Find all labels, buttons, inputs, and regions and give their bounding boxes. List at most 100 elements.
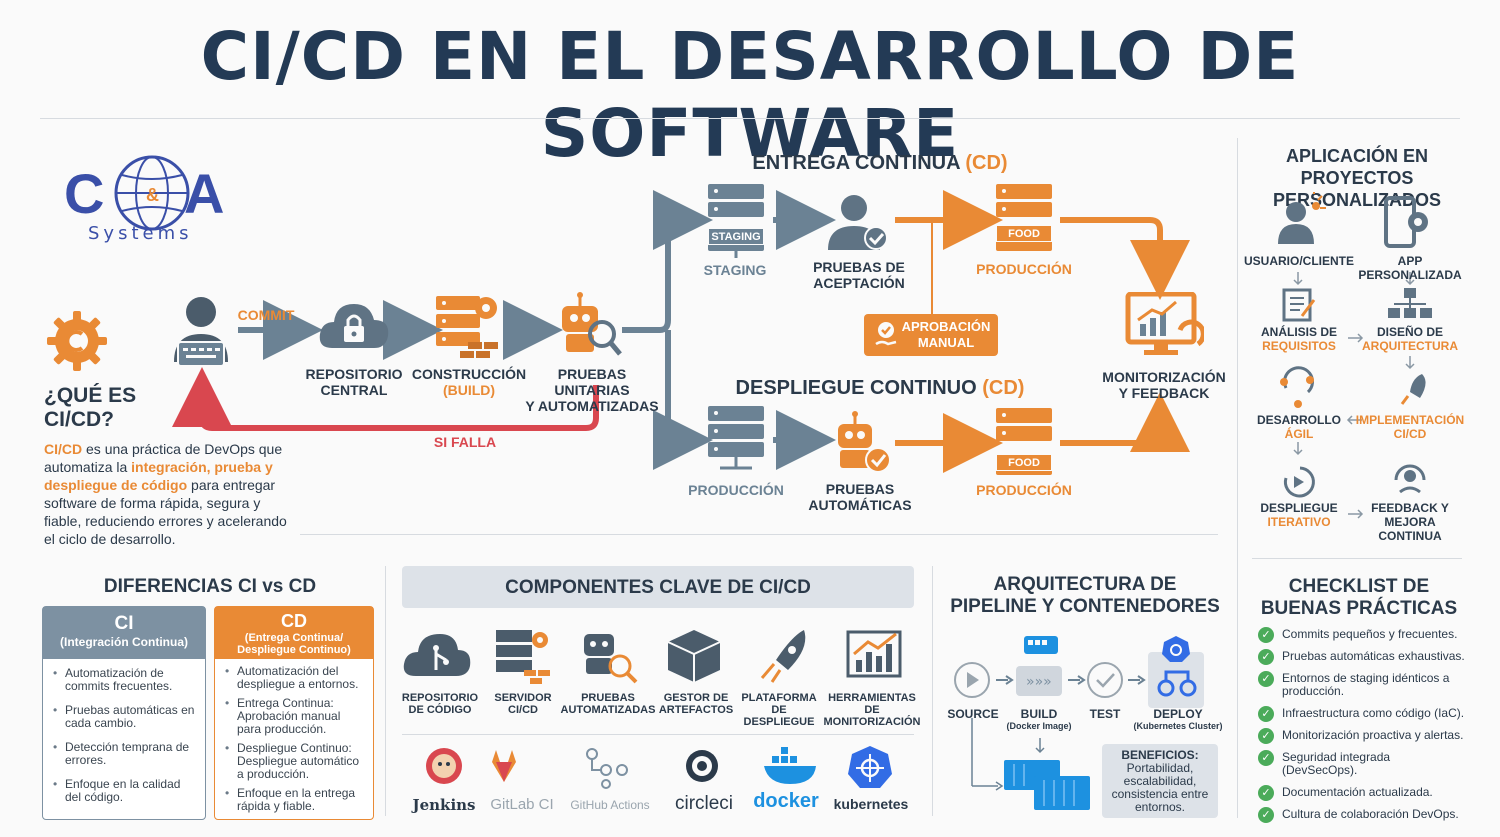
cd-delivery-heading: ENTREGA CONTINUA (CD) [740,152,1020,175]
ci-card: CI (Integración Continua) Automatización… [42,606,206,820]
acceptance-user-icon [826,190,892,256]
application-flow [1278,192,1432,519]
component-server-label: SERVIDOR CI/CD [494,692,552,716]
svg-text:A: A [184,162,224,225]
components-divider [402,734,914,735]
github-actions-label: GitHub Actions [570,798,650,812]
ci-card-header: CI (Integración Continua) [43,607,205,659]
checklist-item: Seguridad integrada (DevSecOps). [1258,750,1466,777]
list-item: Despliegue Continuo: Despliegue automáti… [223,742,367,781]
production-tag: FOOD [996,225,1052,242]
list-item: Entrega Continua: Aprobación manual para… [223,697,367,736]
benefits-title: BENEFICIOS: [1121,748,1199,762]
architecture-heading: ARQUITECTURA DE PIPELINE Y CONTENEDORES [950,574,1220,617]
component-repo-label: REPOSITORIO DE CÓDIGO [401,692,479,716]
build-label-main: CONSTRUCCIÓN [411,366,527,382]
app-analysis-label-b: REQUISITOS [1262,339,1336,353]
app-feedback-label: FEEDBACK Y MEJORA CONTINUA [1371,501,1449,543]
circleci-label: circleci [674,793,734,814]
kubernetes-label: kubernetes [833,796,909,812]
arch-deploy-label: DEPLOY(Kubernetes Cluster) [1128,708,1228,732]
architecture-diagram: »»» [954,636,1204,810]
svg-text:&: & [146,185,159,205]
repo-label: REPOSITORIO CENTRAL [305,366,403,398]
docker-label: docker [753,790,819,812]
jenkins-icon [426,748,462,784]
cd-list: Automatización del despliegue a entornos… [215,659,373,813]
staging-label: STAGING [703,262,767,278]
build-label: CONSTRUCCIÓN(BUILD) [410,366,528,398]
component-tests-label: PRUEBAS AUTOMATIZADAS [560,692,656,716]
ci-card-sub: (Integración Continua) [60,635,188,649]
cd-card-header: CD (Entrega Continua/ Despliegue Continu… [215,607,373,659]
benefits-text: Portabilidad, escalabilidad, consistenci… [1111,761,1209,814]
app-user-label: USUARIO/CLIENTE [1244,254,1355,268]
staging-server-icon [706,184,766,260]
title-divider [40,118,1460,119]
production-server-icon [994,184,1054,256]
component-deploy-label: PLATAFORMA DE DESPLIEGUE [741,692,817,728]
arch-build-label: BUILD(Docker Image) [1004,708,1074,732]
deploy-production-left-label: PRODUCCIÓN [688,482,784,498]
bottom-divider-2 [932,566,933,816]
cloud-lock-icon [316,290,392,360]
checklist-item: Entornos de staging idénticos a producci… [1258,671,1466,698]
github-actions-icon [586,748,628,789]
production-label: PRODUCCIÓN [976,261,1072,277]
intro-heading: ¿QUÉ ES CI/CD? [44,384,137,431]
cd-delivery-heading-text: ENTREGA CONTINUA [752,152,966,174]
ci-list: Automatización de commits frecuentes. Pr… [43,659,205,804]
jenkins-label: Jenkins [412,796,476,814]
bottom-divider-1 [385,566,386,816]
list-item: Pruebas automáticas en cada cambio. [51,704,197,730]
checklist-item: Documentación actualizada. [1258,785,1466,801]
commit-label: COMMIT [237,307,295,323]
fail-label: SI FALLA [433,434,497,450]
intro-paragraph: CI/CD es una práctica de DevOps que auto… [44,440,294,548]
cicd-gear-icon [44,308,110,374]
docker-icon [764,747,816,784]
auto-tests-robot-icon [826,410,894,476]
app-impl-label-b: CI/CD [1393,427,1427,441]
list-item: Detección temprana de errores. [51,741,197,767]
acceptance-label: PRUEBAS DE ACEPTACIÓN [813,259,905,291]
app-dev-label-b: ÁGIL [1284,427,1314,441]
company-logo: C & A Systems [62,145,242,245]
right-divider [1237,138,1238,818]
cd-card-title: CD [281,611,307,631]
intro-term: CI/CD [44,441,83,457]
mid-divider [300,534,1218,535]
list-item: Automatización del despliegue a entornos… [223,665,367,691]
arch-source-label: SOURCE [947,707,999,721]
app-app-label: APP PERSONALIZADA [1358,254,1462,282]
app-impl-label-a: IMPLEMENTACIÓN [1355,413,1465,427]
checklist-item: Pruebas automáticas exhaustivas. [1258,649,1466,665]
tests-label: PRUEBAS UNITARIAS Y AUTOMATIZADAS [525,366,659,414]
developer-icon [166,292,236,372]
intro-highlight: integración, prueba y despliegue de códi… [44,459,273,493]
components-header: COMPONENTES CLAVE DE CI/CD [402,566,914,608]
build-server-icon [434,290,504,360]
monitoring-icon [1124,291,1206,360]
approval-check-icon [875,322,897,346]
app-design-label-a: DISEÑO DE [1376,325,1443,339]
deploy-production-tag: FOOD [996,454,1052,471]
right-mid-divider [1252,558,1462,559]
checklist-item: Infraestructura como código (IaC). [1258,706,1466,722]
cd-card: CD (Entrega Continua/ Despliegue Continu… [214,606,374,820]
component-artifacts-label: GESTOR DE ARTEFACTOS [658,692,734,716]
arch-deploy-title: DEPLOY [1153,707,1203,721]
app-deploy-label-b: ITERATIVO [1267,515,1331,529]
circleci-icon [686,750,718,782]
list-item: Enfoque en la entrega rápida y fiable. [223,787,367,813]
cd-card-sub: (Entrega Continua/ Despliegue Continuo) [237,632,351,656]
checklist-heading: CHECKLIST DE BUENAS PRÁCTICAS [1260,576,1458,619]
deploy-production-label: PRODUCCIÓN [976,482,1072,498]
ci-card-title: CI [114,613,134,634]
list-item: Automatización de commits frecuentes. [51,667,197,693]
app-analysis-label-a: ANÁLISIS DE [1260,325,1337,339]
list-item: Enfoque en la calidad del código. [51,778,197,804]
arch-test-label: TEST [1089,707,1121,721]
